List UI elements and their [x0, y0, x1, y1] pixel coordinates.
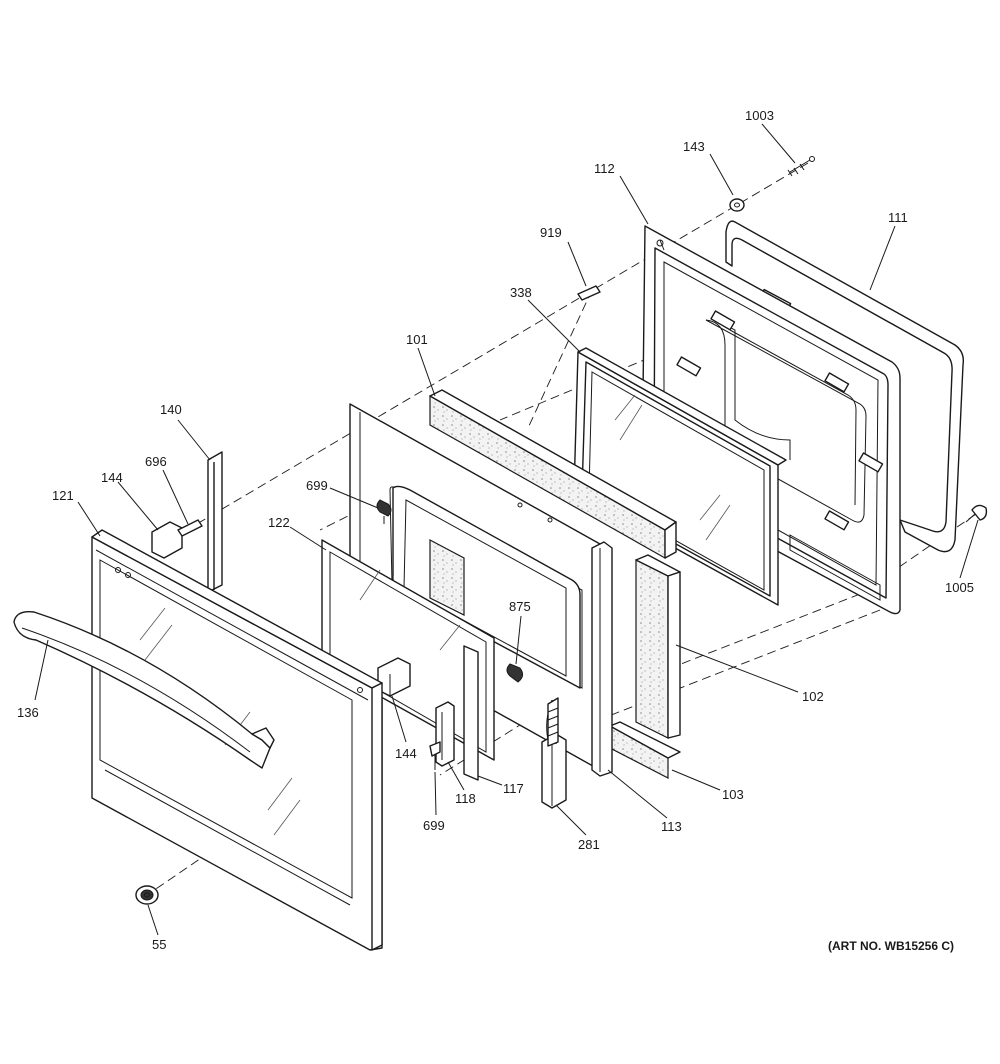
label-122: 122: [268, 515, 290, 530]
bracket-144-upper: [151, 521, 183, 559]
label-55: 55: [152, 937, 166, 952]
label-919: 919: [540, 225, 562, 240]
door-trim-117: [463, 645, 479, 781]
label-101: 101: [406, 332, 428, 347]
part-labels: 1003 143 112 111 919 338 101 140 696 144…: [17, 108, 974, 953]
label-117: 117: [503, 781, 524, 796]
label-102: 102: [802, 689, 824, 704]
insulation-101: [429, 389, 677, 560]
label-111: 111: [888, 210, 908, 225]
label-338: 338: [510, 285, 532, 300]
label-875: 875: [509, 599, 531, 614]
hinge-channel-140: [207, 451, 223, 593]
label-140: 140: [160, 402, 182, 417]
label-113: 113: [661, 819, 682, 834]
label-699-lower: 699: [423, 818, 445, 833]
art-number: (ART NO. WB15256 C): [828, 939, 954, 953]
window-pack-338: [573, 347, 787, 606]
label-696: 696: [145, 454, 167, 469]
label-144-upper: 144: [101, 470, 123, 485]
insulation-103: [609, 554, 681, 779]
hardware-screws: [135, 156, 988, 905]
label-699-upper: 699: [306, 478, 328, 493]
hinge-281: [541, 697, 567, 809]
label-143: 143: [683, 139, 705, 154]
glass-frame-113: [349, 403, 613, 777]
leader-lines: [34, 123, 979, 936]
label-281: 281: [578, 837, 600, 852]
label-121: 121: [52, 488, 74, 503]
label-112: 112: [594, 161, 615, 176]
label-103: 103: [722, 787, 744, 802]
label-144-lower: 144: [395, 746, 417, 761]
label-1003: 1003: [745, 108, 774, 123]
label-118: 118: [455, 791, 476, 806]
label-1005: 1005: [945, 580, 974, 595]
door-handle-136: [13, 611, 275, 769]
inner-door-liner-112: [641, 225, 901, 615]
label-136: 136: [17, 705, 39, 720]
hinge-bracket-118: [435, 701, 455, 767]
